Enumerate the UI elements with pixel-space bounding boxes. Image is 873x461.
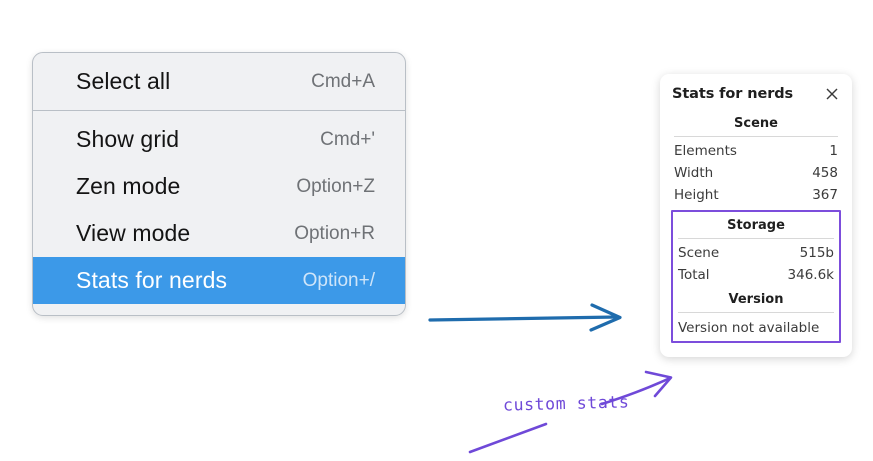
menu-item-label: Show grid <box>76 126 180 152</box>
menu-item-zen-mode[interactable]: Zen mode Option+Z <box>33 163 405 210</box>
menu-item-shortcut: Cmd+A <box>311 70 375 92</box>
canvas-context-menu[interactable]: Select all Cmd+A Show grid Cmd+' Zen mod… <box>32 52 406 316</box>
menu-group-1: Select all Cmd+A <box>33 53 405 110</box>
stats-section-storage: Storage Scene 515b Total 346.6k <box>676 212 836 286</box>
custom-stats-highlight-box: Storage Scene 515b Total 346.6k Version … <box>671 210 841 343</box>
menu-item-stats-for-nerds[interactable]: Stats for nerds Option+/ <box>33 257 405 304</box>
menu-item-shortcut: Option+Z <box>296 175 375 197</box>
stat-key: Width <box>674 165 714 181</box>
menu-item-show-grid[interactable]: Show grid Cmd+' <box>33 116 405 163</box>
section-title: Version <box>728 292 784 307</box>
stat-value: 515b <box>799 245 834 261</box>
stat-row: Scene 515b <box>676 242 836 264</box>
menu-item-label: Zen mode <box>76 173 181 199</box>
version-not-available-text: Version not available <box>678 320 820 336</box>
stat-key: Elements <box>674 143 737 159</box>
purple-underline-stroke <box>468 422 548 454</box>
close-icon[interactable] <box>824 86 840 102</box>
stats-section-version: Version Version not available <box>676 286 836 337</box>
stat-key: Height <box>674 187 719 203</box>
stat-value: 346.6k <box>787 267 834 283</box>
stat-key: Scene <box>678 245 720 261</box>
blue-arrow-menu-to-panel <box>428 303 622 332</box>
section-rule <box>678 312 834 313</box>
menu-item-shortcut: Option+/ <box>302 269 375 291</box>
menu-item-shortcut: Cmd+' <box>320 128 375 150</box>
stat-value: 1 <box>829 143 838 159</box>
menu-item-label: Stats for nerds <box>76 267 228 293</box>
stats-for-nerds-panel: Stats for nerds Scene Elements 1 Width 4… <box>660 74 852 357</box>
stats-panel-title: Stats for nerds <box>672 86 794 102</box>
menu-item-label: View mode <box>76 220 191 246</box>
stat-row: Total 346.6k <box>676 264 836 286</box>
section-rule <box>678 238 834 239</box>
custom-stats-handwritten-label: custom stats <box>502 392 630 415</box>
section-title: Storage <box>727 218 785 233</box>
menu-item-view-mode[interactable]: View mode Option+R <box>33 210 405 257</box>
menu-item-select-all[interactable]: Select all Cmd+A <box>33 58 405 105</box>
stat-row: Height 367 <box>672 184 840 206</box>
stat-row: Width 458 <box>672 162 840 184</box>
menu-divider <box>33 110 405 111</box>
menu-group-2: Show grid Cmd+' Zen mode Option+Z View m… <box>33 111 405 315</box>
section-rule <box>674 136 838 137</box>
menu-item-label: Select all <box>76 68 171 94</box>
stats-panel-header: Stats for nerds <box>672 84 840 110</box>
stats-section-scene: Scene Elements 1 Width 458 Height 367 <box>672 110 840 206</box>
menu-item-shortcut: Option+R <box>294 222 375 244</box>
stat-value: 458 <box>812 165 838 181</box>
section-title: Scene <box>734 116 778 131</box>
stat-value: 367 <box>812 187 838 203</box>
stat-key: Total <box>678 267 710 283</box>
stat-row: Elements 1 <box>672 140 840 162</box>
